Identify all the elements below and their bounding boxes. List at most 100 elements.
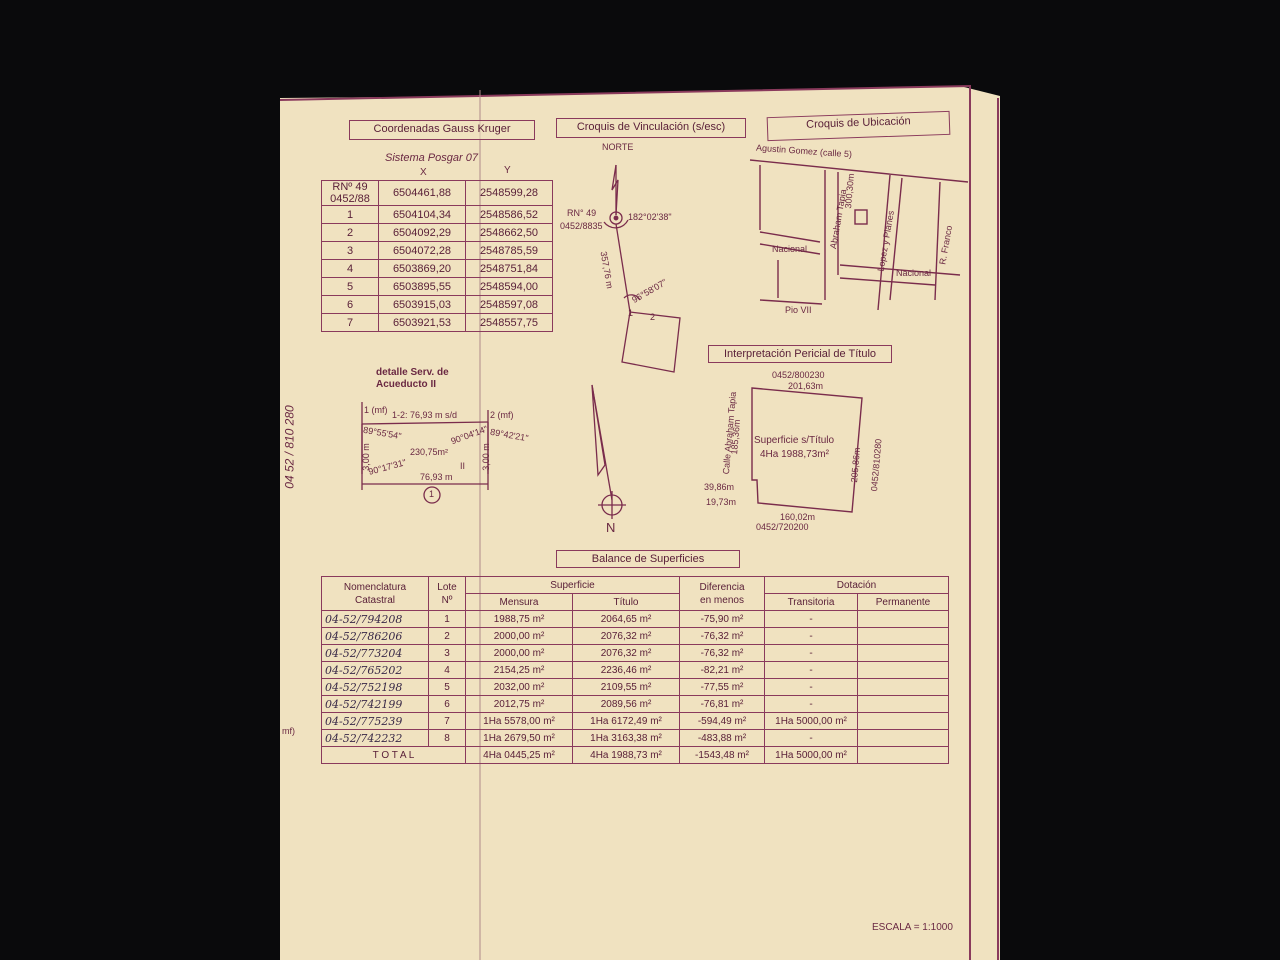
vinc-p1: 1 [628, 308, 634, 318]
bal-mensura: 1988,75 m² [465, 610, 573, 628]
interp-sup-label: Superficie s/Título [754, 435, 835, 446]
bal-titulo: 2076,32 m² [572, 627, 680, 645]
interp-bottom-code: 0452/720200 [756, 522, 809, 532]
coord-x: 6503915,03 [378, 295, 466, 314]
vinc-rn: RN° 49 [567, 208, 597, 218]
bal-h-titulo: Título [572, 593, 680, 611]
ubic-street5: Nacional [896, 268, 932, 278]
detalle-area: 230,75m² [410, 447, 449, 457]
coord-x: 6503869,20 [378, 259, 466, 278]
bal-total-trans: 1Ha 5000,00 m² [764, 746, 858, 764]
bal-dif: -77,55 m² [679, 678, 765, 696]
vinc-rn-code: 0452/8835 [560, 221, 603, 231]
bal-dif: -75,90 m² [679, 610, 765, 628]
bal-h-dif: Diferencia en menos [679, 576, 765, 611]
bal-dif: -76,81 m² [679, 695, 765, 713]
bal-trans: - [764, 678, 858, 696]
bal-lote: 3 [428, 644, 466, 662]
ubicacion-map [749, 159, 969, 311]
coord-y: 2548599,28 [465, 180, 553, 206]
bal-mensura: 2012,75 m² [465, 695, 573, 713]
bal-mensura: 2000,00 m² [465, 644, 573, 662]
bal-trans: - [764, 627, 858, 645]
bal-nom: 04-52/742199 [321, 695, 429, 713]
bal-h-dot: Dotación [764, 576, 949, 594]
detalle-title2: Acueducto II [376, 379, 437, 390]
bal-h-mensura: Mensura [465, 593, 573, 611]
coord-label: 4 [321, 259, 379, 278]
bal-nom: 04-52/742232 [321, 729, 429, 747]
bal-lote: 5 [428, 678, 466, 696]
north-label: N [606, 520, 616, 535]
coord-y: 2548785,59 [465, 241, 553, 260]
header-coords: Coordenadas Gauss Kruger [349, 120, 535, 140]
bal-total-dif: -1543,48 m² [679, 746, 765, 764]
bal-total-titulo: 4Ha 1988,73 m² [572, 746, 680, 764]
header-interpretacion: Interpretación Pericial de Título [708, 345, 892, 363]
coord-label: 3 [321, 241, 379, 260]
balance-header-row: Nomenclatura Catastral Lote Nº Superfici… [321, 576, 949, 611]
bal-lote: 1 [428, 610, 466, 628]
edge-mark: mf) [282, 726, 295, 736]
coord-y: 2548597,08 [465, 295, 553, 314]
bal-h-nom: Nomenclatura Catastral [321, 576, 429, 611]
bal-dif: -82,21 m² [679, 661, 765, 679]
bal-total-label: T O T A L [321, 746, 466, 764]
coord-x: 6504461,88 [378, 180, 466, 206]
coord-x: 6504092,29 [378, 223, 466, 242]
side-code: 04 52 / 810 280 [282, 405, 297, 489]
bal-perm [857, 610, 949, 628]
bal-mensura: 1Ha 5578,00 m² [465, 712, 573, 730]
bal-titulo: 2089,56 m² [572, 695, 680, 713]
bal-h-lote: Lote Nº [428, 576, 466, 611]
detalle-bottom: 76,93 m [420, 472, 453, 482]
interp-sup-value: 4Ha 1988,73m² [760, 449, 829, 460]
interp-small2: 19,73m [706, 497, 737, 507]
bal-dif: -594,49 m² [679, 712, 765, 730]
interp-bottom-len: 160,02m [780, 512, 816, 522]
coord-x: 6503921,53 [378, 313, 466, 332]
bal-trans: 1Ha 5000,00 m² [764, 712, 858, 730]
bal-trans: - [764, 661, 858, 679]
bal-perm [857, 729, 949, 747]
detalle-title1: detalle Serv. de [376, 367, 449, 378]
coord-x: 6504072,28 [378, 241, 466, 260]
bal-nom: 04-52/786206 [321, 627, 429, 645]
bal-perm [857, 678, 949, 696]
interp-top-code: 0452/800230 [772, 370, 825, 380]
ubic-street7: Pio VII [785, 305, 812, 315]
detalle-p2: 2 (mf) [490, 410, 514, 420]
north-arrow [591, 384, 626, 519]
vinc-angle1: 182°02'38" [628, 212, 672, 222]
detalle-circ2: II [460, 461, 466, 471]
bal-titulo: 2109,55 m² [572, 678, 680, 696]
detalle-right: 3,00 m [480, 443, 491, 471]
coord-label: 2 [321, 223, 379, 242]
coord-label: 7 [321, 313, 379, 332]
bal-trans: - [764, 695, 858, 713]
ubic-street4: Nacional [772, 244, 808, 254]
vinculacion-sketch [603, 164, 681, 373]
header-balance: Balance de Superficies [556, 550, 740, 568]
bal-titulo: 2076,32 m² [572, 644, 680, 662]
coord-label: RNº 49 0452/88 [321, 180, 379, 206]
bal-dif: -76,32 m² [679, 627, 765, 645]
bal-lote: 4 [428, 661, 466, 679]
bal-lote: 2 [428, 627, 466, 645]
vinc-p2: 2 [650, 312, 656, 322]
balance-subheader-row: Mensura Título Transitoria Permanente [322, 593, 949, 611]
coord-label: 1 [321, 205, 379, 224]
